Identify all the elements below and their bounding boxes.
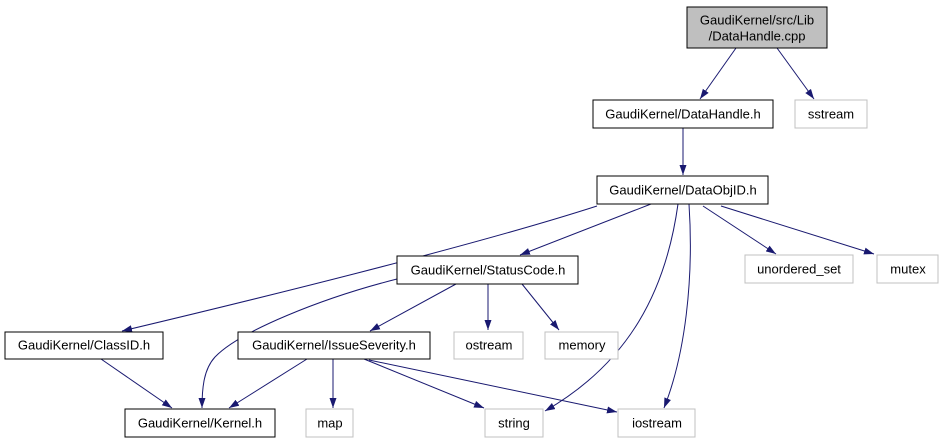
edge-statuscode-h-to-memory [521, 283, 560, 331]
edge-dataobjid-h-to-statuscode-h [519, 203, 652, 256]
node-box [237, 331, 431, 360]
node-label: GaudiKernel/DataHandle.h [605, 107, 760, 122]
node-label: map [317, 416, 342, 431]
node-label: sstream [808, 107, 854, 122]
edge-dataobjid-h-to-iostream [663, 203, 691, 409]
node-label: iostream [632, 416, 682, 431]
node-dataobjid-h[interactable]: GaudiKernel/DataObjID.h [596, 175, 769, 205]
node-ostream: ostream [453, 331, 524, 360]
node-label: string [498, 416, 530, 431]
node-box [544, 331, 619, 360]
node-datahandle-cpp: GaudiKernel/src/Lib /DataHandle.cpp [686, 6, 828, 49]
node-label: unordered_set [757, 262, 841, 277]
edge-dataobjid-h-to-unordered-set [702, 205, 777, 255]
node-box [484, 408, 544, 438]
edge-layer [100, 47, 875, 414]
node-label-line2: /DataHandle.cpp [709, 29, 806, 44]
node-sstream: sstream [794, 99, 868, 129]
edge-dataobjid-h-to-string [544, 203, 679, 412]
node-box [686, 6, 828, 49]
edge-statuscode-h-to-issueseverity-h [369, 283, 457, 332]
node-box [453, 331, 524, 360]
node-label: ostream [466, 338, 513, 353]
node-label: GaudiKernel/StatusCode.h [411, 263, 566, 278]
node-unordered-set: unordered_set [744, 254, 854, 284]
node-mutex: mutex [876, 254, 939, 284]
edge-dataobjid-h-to-mutex [720, 205, 875, 255]
edge-datahandle-cpp-to-datahandle-h [699, 47, 737, 100]
node-datahandle-h[interactable]: GaudiKernel/DataHandle.h [592, 99, 774, 129]
node-label: GaudiKernel/IssueSeverity.h [252, 338, 416, 353]
node-iostream: iostream [617, 408, 696, 438]
node-box [876, 254, 939, 284]
node-issueseverity-h[interactable]: GaudiKernel/IssueSeverity.h [237, 331, 431, 360]
node-label: memory [559, 338, 606, 353]
node-label: mutex [890, 262, 926, 277]
node-memory: memory [544, 331, 619, 360]
node-map: map [305, 408, 354, 438]
edge-classid-h-to-kernel-h [100, 358, 173, 409]
node-box [396, 255, 579, 285]
edge-issueseverity-h-to-string [363, 358, 485, 409]
node-label: GaudiKernel/Kernel.h [138, 416, 262, 431]
node-layer: GaudiKernel/src/Lib /DataHandle.cpp Gaud… [4, 6, 939, 438]
node-label: GaudiKernel/ClassID.h [18, 338, 150, 353]
node-kernel-h[interactable]: GaudiKernel/Kernel.h [124, 408, 276, 438]
node-box [4, 331, 164, 360]
edge-statuscode-h-to-kernel-h [198, 278, 398, 409]
node-box [305, 408, 354, 438]
node-label-line1: GaudiKernel/src/Lib [700, 13, 814, 28]
node-box [592, 99, 774, 129]
node-box [794, 99, 868, 129]
node-label: GaudiKernel/DataObjID.h [609, 183, 756, 198]
edge-datahandle-cpp-to-sstream [776, 47, 815, 100]
edge-dataobjid-h-to-classid-h [121, 205, 598, 333]
node-box [744, 254, 854, 284]
edge-issueseverity-h-to-iostream [368, 359, 618, 414]
node-box [596, 175, 769, 205]
node-box [617, 408, 696, 438]
node-box [124, 408, 276, 438]
edge-issueseverity-h-to-kernel-h [228, 358, 308, 409]
node-string: string [484, 408, 544, 438]
node-statuscode-h[interactable]: GaudiKernel/StatusCode.h [396, 255, 579, 285]
node-classid-h[interactable]: GaudiKernel/ClassID.h [4, 331, 164, 360]
